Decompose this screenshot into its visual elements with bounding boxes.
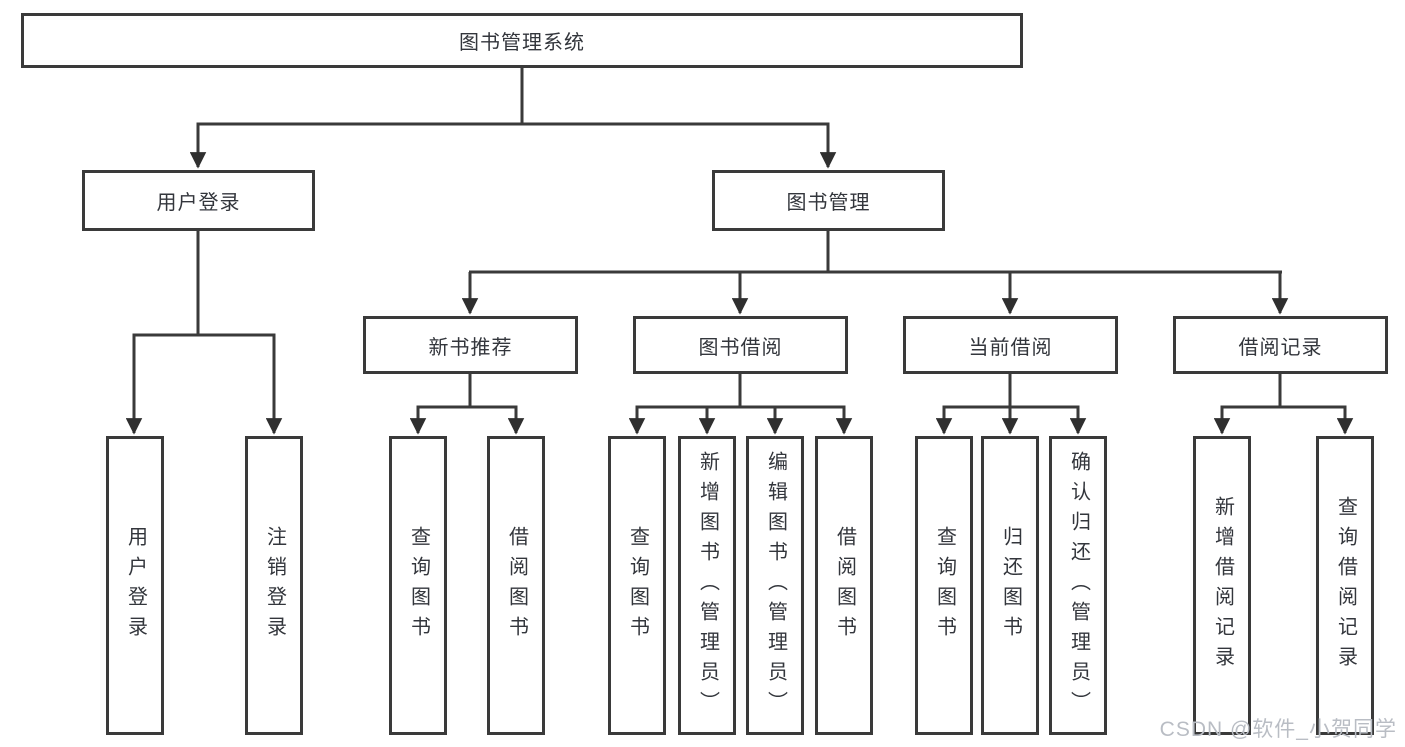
node-book-borrow: 图书借阅 bbox=[633, 316, 848, 374]
connector-new-book-rec-children bbox=[409, 374, 525, 435]
leaf-user-login: 用户登录 bbox=[106, 436, 164, 735]
node-root: 图书管理系统 bbox=[21, 13, 1023, 68]
leaf-query-books-recommend: 查询图书 bbox=[389, 436, 447, 735]
leaf-edit-books-admin-label: 编辑图书（管理员） bbox=[764, 450, 787, 721]
node-current-borrow: 当前借阅 bbox=[903, 316, 1118, 374]
leaf-query-books-borrow: 查询图书 bbox=[608, 436, 666, 735]
node-new-book-recommend-label: 新书推荐 bbox=[428, 336, 513, 359]
node-current-borrow-label: 当前借阅 bbox=[968, 336, 1053, 359]
leaf-add-books-admin-label: 新增图书（管理员） bbox=[696, 450, 719, 721]
node-borrow-records: 借阅记录 bbox=[1173, 316, 1388, 374]
connector-current-borrow-children bbox=[935, 374, 1087, 435]
leaf-query-books-recommend-label: 查询图书 bbox=[407, 525, 430, 646]
connector-user-login-children bbox=[125, 231, 283, 435]
leaf-confirm-return-admin: 确认归还（管理员） bbox=[1049, 436, 1107, 735]
leaf-add-borrow-record: 新增借阅记录 bbox=[1193, 436, 1251, 735]
node-book-borrow-label: 图书借阅 bbox=[698, 336, 783, 359]
node-book-management: 图书管理 bbox=[712, 170, 945, 231]
leaf-query-books-current-label: 查询图书 bbox=[933, 525, 956, 646]
leaf-return-books-label: 归还图书 bbox=[999, 525, 1022, 646]
connector-root-to-level2 bbox=[189, 68, 837, 169]
connector-book-borrow-children bbox=[628, 374, 853, 435]
leaf-borrow-books-label: 借阅图书 bbox=[833, 525, 856, 646]
leaf-query-books-current: 查询图书 bbox=[915, 436, 973, 735]
connector-book-mgmt-children bbox=[461, 231, 1289, 315]
node-user-login: 用户登录 bbox=[82, 170, 315, 231]
leaf-confirm-return-admin-label: 确认归还（管理员） bbox=[1067, 450, 1090, 721]
node-user-login-label: 用户登录 bbox=[156, 192, 241, 214]
leaf-logout-label: 注销登录 bbox=[263, 525, 286, 646]
leaf-logout: 注销登录 bbox=[245, 436, 303, 735]
leaf-edit-books-admin: 编辑图书（管理员） bbox=[746, 436, 804, 735]
node-book-management-label: 图书管理 bbox=[786, 192, 871, 214]
node-borrow-records-label: 借阅记录 bbox=[1238, 336, 1323, 359]
node-root-label: 图书管理系统 bbox=[459, 32, 585, 54]
leaf-borrow-books: 借阅图书 bbox=[815, 436, 873, 735]
leaf-query-borrow-record-label: 查询借阅记录 bbox=[1334, 495, 1357, 676]
leaf-query-borrow-record: 查询借阅记录 bbox=[1316, 436, 1374, 735]
leaf-add-borrow-record-label: 新增借阅记录 bbox=[1211, 495, 1234, 676]
leaf-borrow-books-recommend-label: 借阅图书 bbox=[505, 525, 528, 646]
node-new-book-recommend: 新书推荐 bbox=[363, 316, 578, 374]
leaf-add-books-admin: 新增图书（管理员） bbox=[678, 436, 736, 735]
leaf-borrow-books-recommend: 借阅图书 bbox=[487, 436, 545, 735]
connector-borrow-records-children bbox=[1213, 374, 1354, 435]
watermark: CSDN @软件_小贺同学 bbox=[1159, 718, 1397, 741]
leaf-return-books: 归还图书 bbox=[981, 436, 1039, 735]
leaf-user-login-label: 用户登录 bbox=[124, 525, 147, 646]
leaf-query-books-borrow-label: 查询图书 bbox=[626, 525, 649, 646]
